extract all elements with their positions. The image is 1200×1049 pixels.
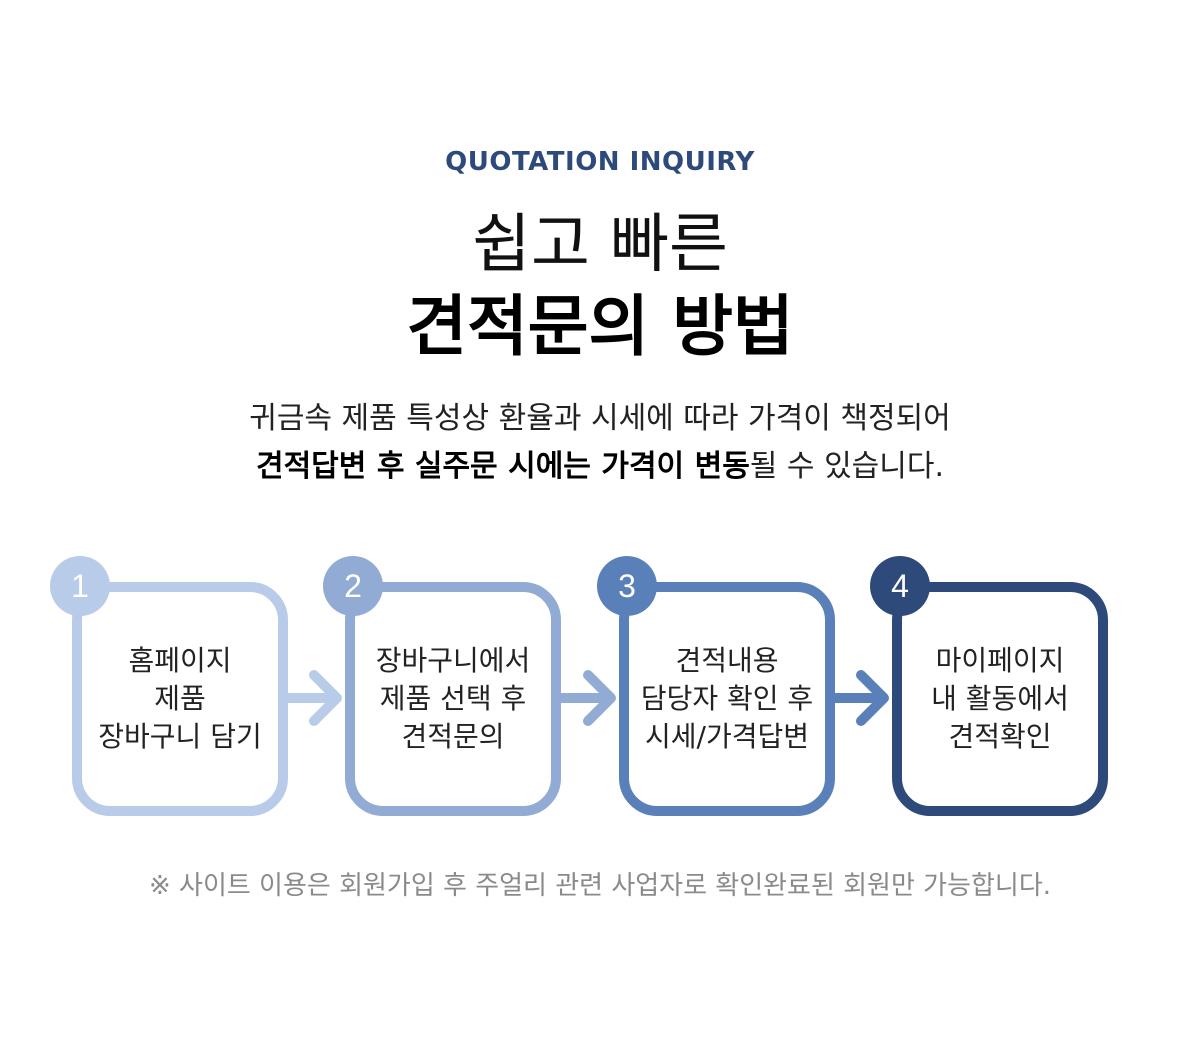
step-2-line-2: 제품 선택 후 — [379, 682, 527, 715]
step-1-line-2: 제품 — [154, 682, 206, 715]
step-text-3: 견적내용 담당자 확인 후 시세/가격답변 — [629, 592, 825, 806]
description: 귀금속 제품 특성상 환율과 시세에 따라 가격이 책정되어 견적답변 후 실주… — [0, 395, 1200, 491]
step-3-line-1: 견적내용 — [675, 644, 779, 677]
step-4-line-3: 견적확인 — [948, 720, 1052, 753]
step-box-4: 마이페이지 내 활동에서 견적확인 — [892, 582, 1108, 816]
step-3-line-2: 담당자 확인 후 — [640, 682, 814, 715]
step-badge-2: 2 — [323, 556, 383, 616]
eyebrow-label: QUOTATION INQUIRY — [445, 147, 755, 177]
step-box-1: 홈페이지 제품 장바구니 담기 — [72, 582, 288, 816]
step-1-line-3: 장바구니 담기 — [98, 720, 262, 753]
step-badge-1: 1 — [50, 556, 110, 616]
step-3-line-3: 시세/가격답변 — [645, 720, 809, 753]
step-1-line-1: 홈페이지 — [128, 644, 232, 677]
page-title-light: 쉽고 빠른 — [472, 208, 728, 282]
page-title-bold: 견적문의 방법 — [406, 288, 794, 365]
membership-notice: ※ 사이트 이용은 회원가입 후 주얼리 관련 사업자로 확인완료된 회원만 가… — [148, 871, 1052, 901]
step-text-1: 홈페이지 제품 장바구니 담기 — [82, 592, 278, 806]
step-4-line-1: 마이페이지 — [935, 644, 1065, 677]
arrow-right-icon-2 — [552, 670, 616, 726]
arrow-right-icon-3 — [826, 670, 889, 726]
step-badge-4: 4 — [870, 556, 930, 616]
step-box-2: 장바구니에서 제품 선택 후 견적문의 — [345, 582, 561, 816]
description-line1: 귀금속 제품 특성상 환율과 시세에 따라 가격이 책정되어 — [249, 401, 951, 436]
arrow-right-icon-1 — [279, 670, 342, 726]
step-text-2: 장바구니에서 제품 선택 후 견적문의 — [355, 592, 551, 806]
step-box-3: 견적내용 담당자 확인 후 시세/가격답변 — [619, 582, 835, 816]
step-badge-3: 3 — [597, 556, 657, 616]
step-4-line-2: 내 활동에서 — [931, 682, 1069, 715]
description-line2-rest: 될 수 있습니다. — [749, 449, 945, 484]
step-text-4: 마이페이지 내 활동에서 견적확인 — [902, 592, 1098, 806]
step-2-line-3: 견적문의 — [401, 720, 505, 753]
description-line2-bold: 견적답변 후 실주문 시에는 가격이 변동 — [255, 449, 750, 484]
description-line2: 견적답변 후 실주문 시에는 가격이 변동될 수 있습니다. — [0, 443, 1200, 491]
step-2-line-1: 장바구니에서 — [375, 644, 531, 677]
